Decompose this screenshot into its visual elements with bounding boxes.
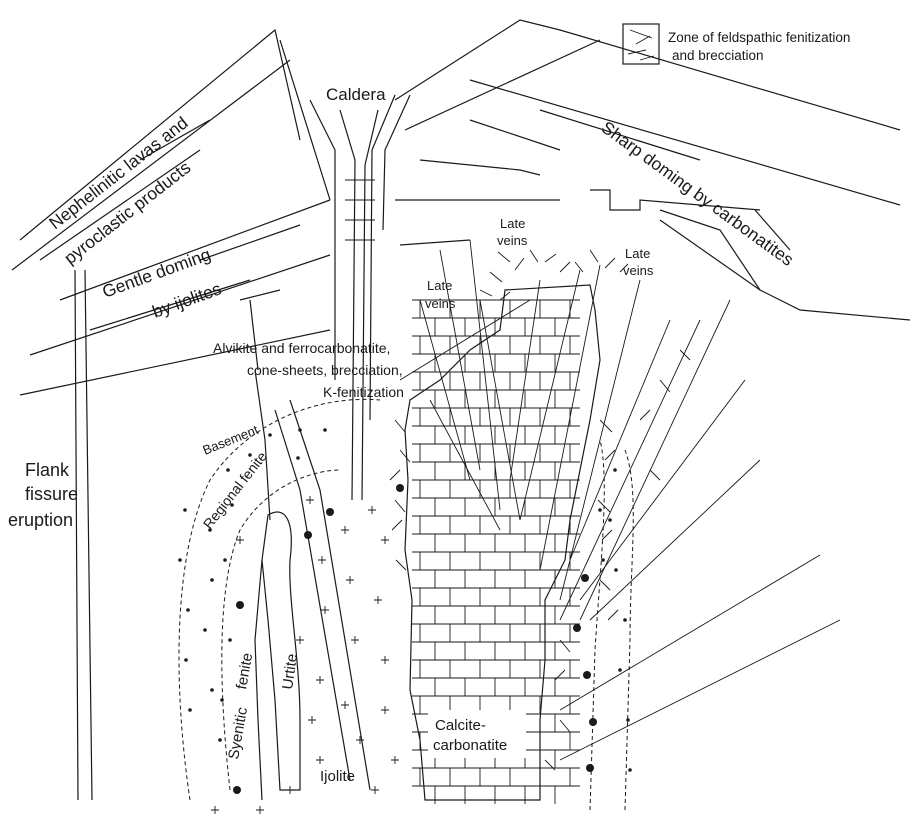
ijolite-plus-pattern xyxy=(211,496,399,814)
dashed-boundaries xyxy=(178,398,634,811)
basement-label: Basement xyxy=(201,422,261,458)
flank-label-2: fissure xyxy=(25,484,78,504)
fenite-label: fenite xyxy=(233,652,256,691)
calcite-label-1: Calcite- xyxy=(435,717,486,734)
late-veins-2-line1: Late xyxy=(427,278,452,293)
urtite-body xyxy=(261,511,301,791)
alvikite-label-2: cone-sheets, brecciation, xyxy=(247,362,403,378)
late-veins-3-line2: veins xyxy=(623,263,654,278)
late-veins-1-line1: Late xyxy=(500,216,525,231)
syenitic-label: Syenitic xyxy=(225,706,251,761)
legend: Zone of feldspathic fenitization and bre… xyxy=(622,23,850,65)
flank-fissure xyxy=(74,269,93,801)
flank-label-1: Flank xyxy=(25,460,70,480)
late-veins-3-line1: Late xyxy=(625,246,650,261)
carbonatite-plug xyxy=(404,284,601,804)
late-veins-2-line2: veins xyxy=(425,296,456,311)
labels: Caldera Nephelinitic lavas and pyroclast… xyxy=(8,85,798,785)
late-veins-1-line2: veins xyxy=(497,233,528,248)
small-dots xyxy=(178,428,632,772)
alvikite-label-3: K-fenitization xyxy=(323,384,404,400)
legend-line2: and brecciation xyxy=(672,48,764,63)
ijolite-label: Ijolite xyxy=(320,768,355,785)
legend-swatch xyxy=(622,23,660,65)
fenite-dots xyxy=(233,484,597,794)
syenitic-fenite-boundary xyxy=(254,559,263,801)
carbonatite-brick-pattern xyxy=(412,299,580,804)
right-strata xyxy=(394,19,911,321)
left-strata xyxy=(11,28,331,396)
calcite-label-bg xyxy=(428,710,526,758)
legend-line1: Zone of feldspathic fenitization xyxy=(668,30,850,45)
breccia-ticks xyxy=(389,249,691,771)
gentle-doming-label-2: by ijolites xyxy=(150,278,225,321)
caldera-label: Caldera xyxy=(326,85,386,104)
alvikite-label-1: Alvikite and ferrocarbonatite, xyxy=(213,340,390,356)
legend-hatch xyxy=(627,29,655,61)
calcite-label-2: carbonatite xyxy=(433,737,507,754)
urtite-label: Urtite xyxy=(279,653,301,691)
flank-label-3: eruption xyxy=(8,510,73,530)
late-veins xyxy=(399,239,841,761)
caldera-conduit xyxy=(309,94,411,501)
regional-fenite-label: Regional fenite xyxy=(200,448,270,532)
